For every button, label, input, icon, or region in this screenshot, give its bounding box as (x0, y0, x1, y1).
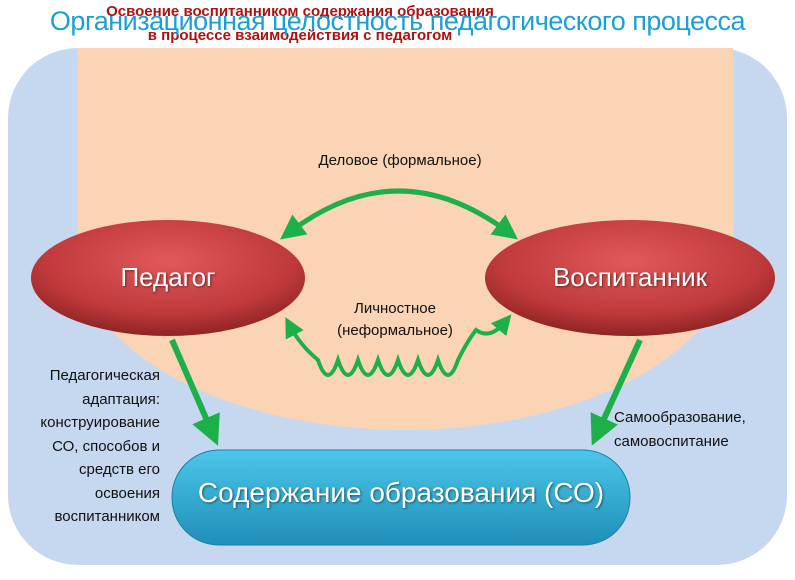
label-line: самовоспитание (614, 432, 729, 450)
pupil-to-content-label: Самообразование, самовоспитание (614, 406, 794, 453)
formal-link-arrow (280, 188, 519, 240)
label-line: воспитанником (54, 508, 160, 525)
label-line: конструирование (40, 414, 160, 431)
pupil-node-label: Воспитанник (552, 262, 708, 292)
label-line: Личностное (353, 300, 436, 317)
label-line: Самообразование, (614, 409, 746, 426)
zone-caption: Освоение воспитанником содержания образо… (0, 0, 600, 48)
informal-link-arrow (285, 314, 512, 377)
pupil-node (485, 220, 775, 336)
label-line: средств его (79, 461, 160, 478)
informal-link-label: Личностное (неформальное) (290, 298, 500, 342)
content-node-label: Содержание образования (СО) (197, 477, 605, 508)
content-node (171, 449, 631, 546)
label-line: адаптация: (82, 390, 160, 408)
label-line: Педагогическая (49, 367, 160, 384)
formal-link-label: Деловое (формальное) (318, 152, 482, 169)
label-line: СО, способов и (52, 437, 160, 455)
teacher-to-content-label: Педагогическая адаптация: конструировани… (10, 364, 160, 529)
page-title: Организационная целостность педагогическ… (49, 6, 746, 36)
label-line: (неформальное) (337, 322, 453, 339)
zone-caption-line: Освоение воспитанником содержания образо… (106, 3, 494, 20)
label-line: освоения (94, 484, 160, 502)
teacher-node (31, 220, 305, 336)
teacher-node-label: Педагог (120, 262, 216, 292)
zone-caption-line: в процессе взаимодействия с педагогом (147, 27, 453, 44)
pupil-to-content-arrow (590, 338, 643, 446)
teacher-to-content-arrow (169, 338, 220, 446)
